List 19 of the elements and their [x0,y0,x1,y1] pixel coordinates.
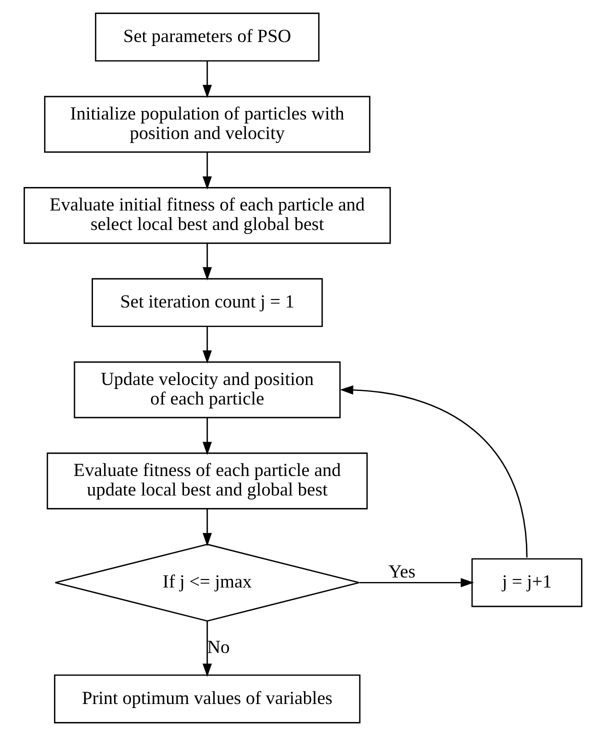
node-box: Evaluate initial fitness of each particle and select local best and global best [23,187,390,244]
node-box: Set parameters of PSO [94,12,320,62]
arrow [202,152,212,190]
node-box: Set iteration count j = 1 [91,278,322,328]
node-diamond: If j <= jmax [54,544,360,622]
arrow [339,385,528,558]
arrow [202,508,212,546]
node-box: Print optimum values of variables [54,674,360,724]
arrow [202,621,212,677]
arrow [202,326,212,364]
arrow [202,418,212,456]
edge-label: Yes [388,562,415,582]
node-box: Evaluate fitness of each particle and update local best and global best [46,452,368,510]
arrow [359,578,474,588]
node-box: j = j+1 [470,558,582,608]
node-box: Initialize population of particles with position and velocity [44,96,370,153]
arrow [202,61,212,98]
node-box: Update velocity and position of each particle [73,361,340,418]
arrow [202,244,212,280]
